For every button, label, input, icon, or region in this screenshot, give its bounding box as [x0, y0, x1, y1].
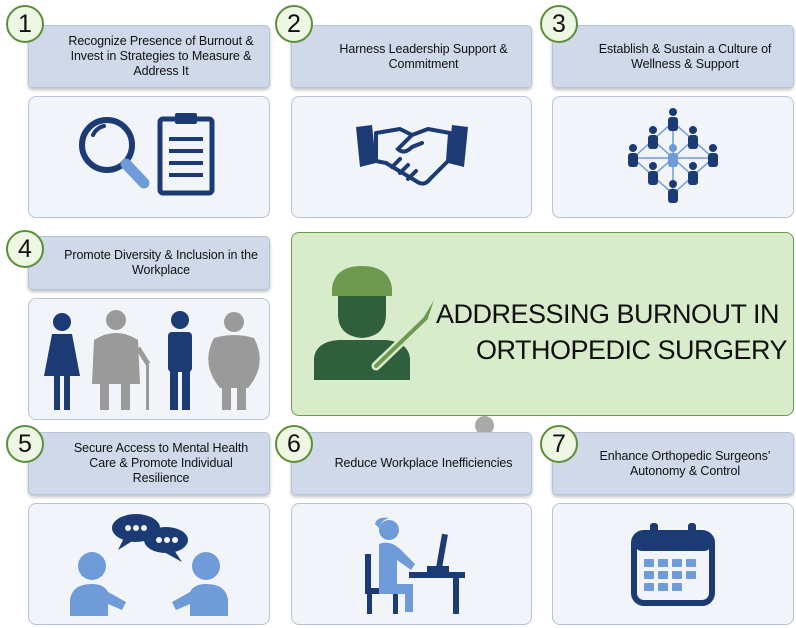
- step-5-label-text: Secure Access to Mental Health Care & Pr…: [73, 441, 249, 485]
- step-1-image-box: [28, 96, 270, 218]
- step-6-label: Reduce Workplace Inefficiencies: [291, 432, 532, 495]
- step-6-number-badge: 6: [275, 425, 313, 463]
- step-2-image-box: [291, 96, 532, 218]
- step-1-number-badge: 1: [6, 5, 44, 43]
- desk-worker-icon: [364, 517, 465, 614]
- diverse-people-icon: [44, 310, 260, 410]
- conversation-icon: [70, 514, 228, 616]
- step-1-number: 1: [18, 9, 32, 38]
- step-5-image-box: [28, 503, 270, 625]
- step-3-number-badge: 3: [540, 5, 578, 43]
- step-6-number: 6: [287, 429, 301, 458]
- step-4-number: 4: [18, 234, 32, 263]
- step-4-image-box: [28, 298, 270, 420]
- step-7-label: Enhance Orthopedic Surgeons’ Autonomy & …: [552, 432, 794, 495]
- people-network-icon: [628, 108, 718, 203]
- magnifier-clipboard-icon: [79, 113, 215, 196]
- handshake-icon: [355, 125, 468, 186]
- step-5-number: 5: [18, 429, 32, 458]
- step-3-number: 3: [552, 9, 566, 38]
- calendar-icon: [631, 523, 715, 606]
- step-2-label: Harness Leadership Support & Commitment: [291, 25, 532, 88]
- step-7-image-box: [552, 503, 794, 625]
- step-5-label: Secure Access to Mental Health Care & Pr…: [28, 432, 270, 495]
- step-6-image-box: [291, 503, 532, 625]
- step-7-number: 7: [552, 429, 566, 458]
- center-title-line-1: ADDRESSING BURNOUT IN: [436, 299, 780, 329]
- step-3-label: Establish & Sustain a Culture of Wellnes…: [552, 25, 794, 88]
- surgeon-scalpel-icon: [314, 266, 434, 380]
- step-2-number-badge: 2: [275, 5, 313, 43]
- step-4-label: Promote Diversity & Inclusion in the Wor…: [28, 236, 270, 290]
- center-title-line-2: ORTHOPEDIC SURGERY: [476, 335, 788, 365]
- step-7-label-text: Enhance Orthopedic Surgeons’ Autonomy & …: [599, 448, 771, 478]
- step-1-label: Recognize Presence of Burnout & Invest i…: [28, 25, 270, 88]
- step-3-label-text: Establish & Sustain a Culture of Wellnes…: [598, 41, 772, 71]
- step-3-image-box: [552, 96, 794, 218]
- step-4-label-text: Promote Diversity & Inclusion in the Wor…: [64, 248, 258, 277]
- step-1-label-text: Recognize Presence of Burnout & Invest i…: [68, 34, 254, 78]
- step-4-number-badge: 4: [6, 230, 44, 268]
- gray-dot: [475, 416, 494, 435]
- step-6-label-text: Reduce Workplace Inefficiencies: [334, 456, 513, 470]
- center-title: ADDRESSING BURNOUT IN ORTHOPEDIC SURGERY: [428, 296, 788, 368]
- step-5-number-badge: 5: [6, 425, 44, 463]
- step-2-number: 2: [287, 9, 301, 38]
- step-2-label-text: Harness Leadership Support & Commitment: [339, 41, 508, 71]
- step-7-number-badge: 7: [540, 425, 578, 463]
